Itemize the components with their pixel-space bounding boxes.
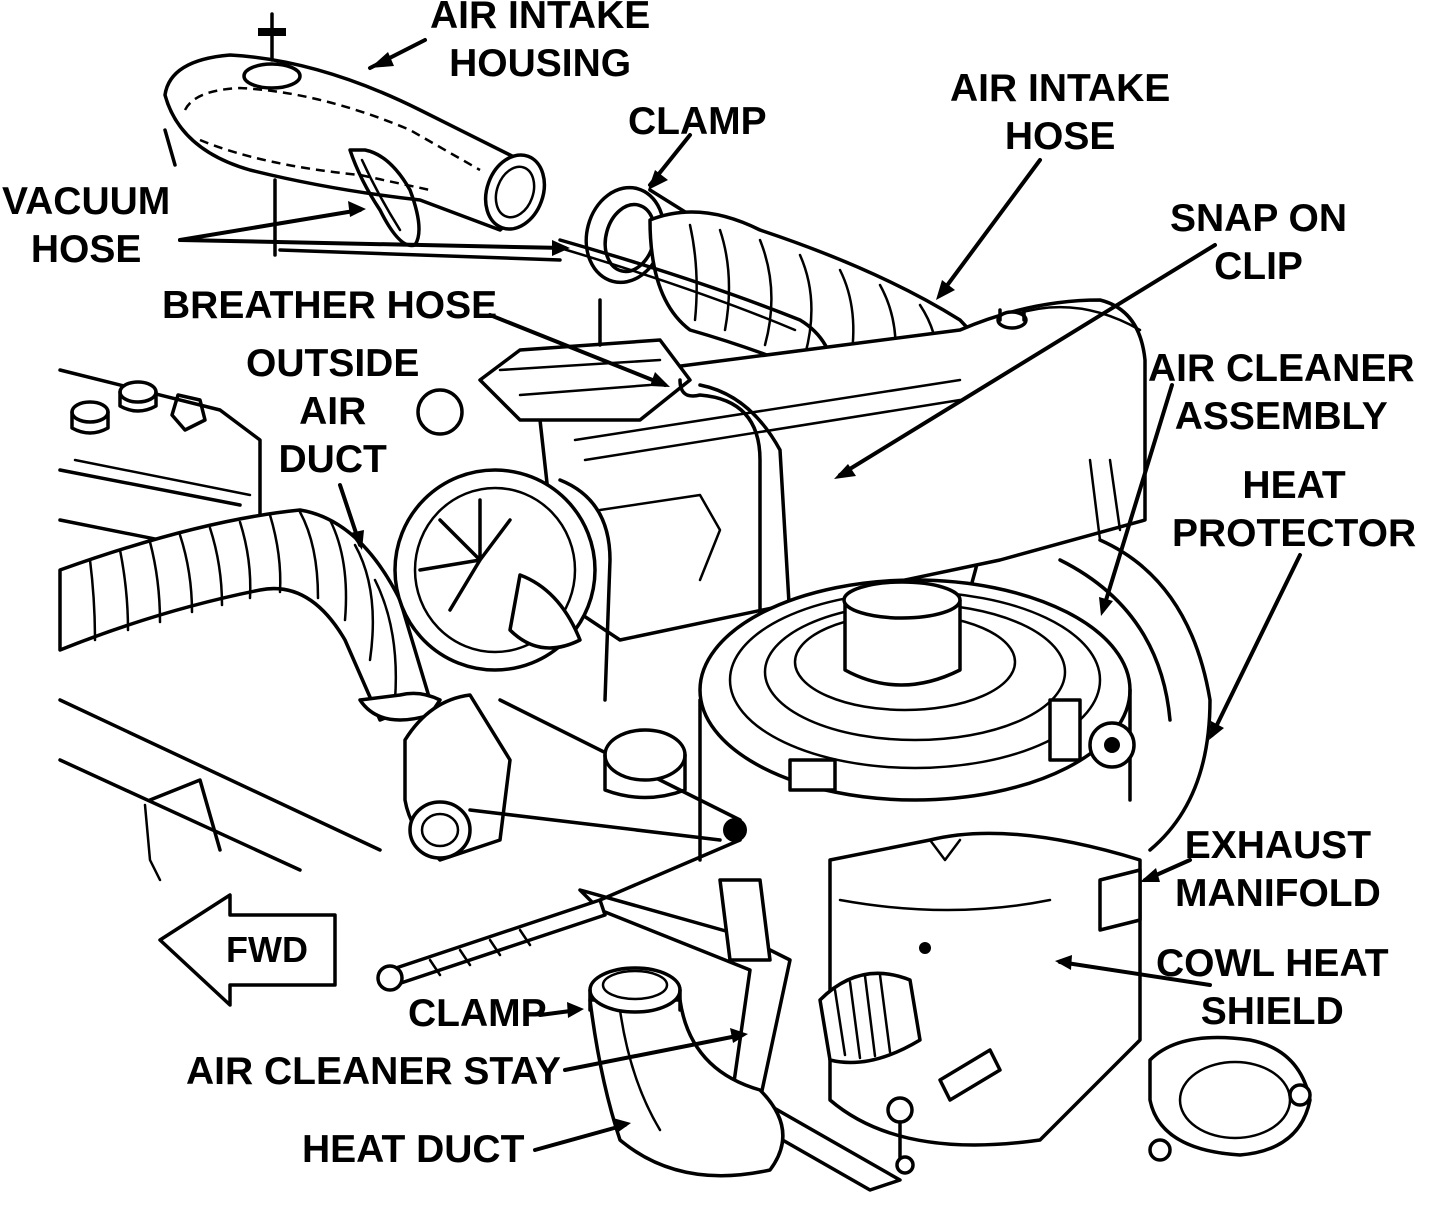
label-heat-protector: HEAT PROTECTOR — [1172, 462, 1416, 558]
label-outside-air-duct: OUTSIDE AIR DUCT — [246, 340, 419, 484]
left-arrow-icon — [158, 893, 337, 1007]
label-air-intake-hose: AIR INTAKE HOSE — [950, 65, 1170, 161]
label-outside-air-duct-line1: OUTSIDE — [246, 342, 420, 385]
label-cowl-heat-shield-line2: SHIELD — [1200, 990, 1344, 1033]
label-air-intake-hose-line1: AIR INTAKE — [950, 67, 1171, 110]
label-snap-on-clip: SNAP ON CLIP — [1170, 195, 1347, 291]
label-outside-air-duct-line2: AIR — [299, 390, 367, 433]
heater-pipe — [403, 693, 747, 862]
label-vacuum-hose-line1: VACUUM — [2, 180, 171, 223]
label-outside-air-duct-line3: DUCT — [278, 438, 387, 481]
label-clamp-bottom: CLAMP — [408, 992, 547, 1035]
label-heat-protector-line1: HEAT — [1242, 464, 1346, 507]
leader-lines — [178, 38, 1302, 1152]
label-exhaust-manifold-line2: MANIFOLD — [1175, 872, 1381, 915]
air-intake-housing — [163, 12, 562, 262]
label-air-intake-housing-line1: AIR INTAKE — [430, 0, 651, 37]
radiator-support — [58, 698, 382, 882]
label-air-intake-housing: AIR INTAKE HOUSING — [430, 0, 650, 88]
label-clamp-top: CLAMP — [628, 100, 767, 143]
air-cleaner-assembly — [698, 578, 1136, 862]
label-snap-on-clip-line1: SNAP ON — [1170, 197, 1347, 240]
label-air-intake-housing-line2: HOUSING — [449, 42, 632, 85]
label-air-cleaner-stay: AIR CLEANER STAY — [186, 1050, 561, 1093]
heat-protector — [1058, 538, 1212, 852]
label-heat-protector-line2: PROTECTOR — [1172, 512, 1417, 555]
label-air-cleaner-assembly: AIR CLEANER ASSEMBLY — [1148, 345, 1415, 441]
label-cowl-heat-shield: COWL HEAT SHIELD — [1156, 940, 1389, 1036]
label-air-intake-hose-line2: HOSE — [1004, 115, 1116, 158]
label-fwd: FWD — [226, 929, 308, 970]
label-snap-on-clip-line2: CLIP — [1214, 245, 1303, 288]
outside-air-duct — [58, 508, 442, 722]
label-exhaust-manifold-line1: EXHAUST — [1184, 824, 1372, 867]
label-vacuum-hose: VACUUM HOSE — [2, 178, 170, 274]
bolt-left — [376, 898, 607, 992]
label-breather-hose: BREATHER HOSE — [162, 284, 498, 327]
label-exhaust-manifold: EXHAUST MANIFOLD — [1175, 822, 1381, 918]
manifold-bolts — [886, 1096, 915, 1175]
air-cleaner-stay — [578, 838, 902, 1192]
label-cowl-heat-shield-line1: COWL HEAT — [1156, 942, 1389, 985]
label-air-cleaner-assembly-line2: ASSEMBLY — [1174, 395, 1388, 438]
exhaust-manifold — [828, 831, 1312, 1162]
carburetor — [416, 298, 792, 622]
heat-duct — [588, 966, 785, 1178]
label-heat-duct: HEAT DUCT — [302, 1128, 525, 1171]
label-vacuum-hose-line2: HOSE — [30, 228, 142, 271]
fan-pulley — [393, 468, 612, 702]
label-air-cleaner-assembly-line1: AIR CLEANER — [1148, 347, 1415, 390]
cowl-heat-shield — [818, 971, 1002, 1102]
